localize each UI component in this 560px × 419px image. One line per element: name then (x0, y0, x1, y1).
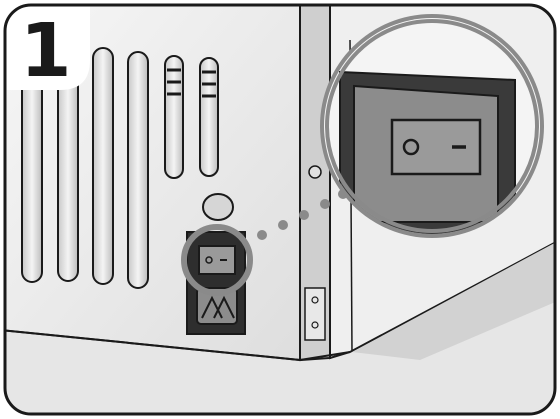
vent-slot (165, 56, 183, 178)
vent-slot (93, 48, 113, 284)
vent-slot (128, 52, 148, 288)
round-knob (203, 194, 233, 220)
step-number: 1 (20, 14, 72, 88)
vent-slot (200, 58, 218, 176)
small-power-switch[interactable] (199, 246, 235, 274)
mounting-bracket (305, 288, 325, 340)
screw (309, 166, 321, 178)
